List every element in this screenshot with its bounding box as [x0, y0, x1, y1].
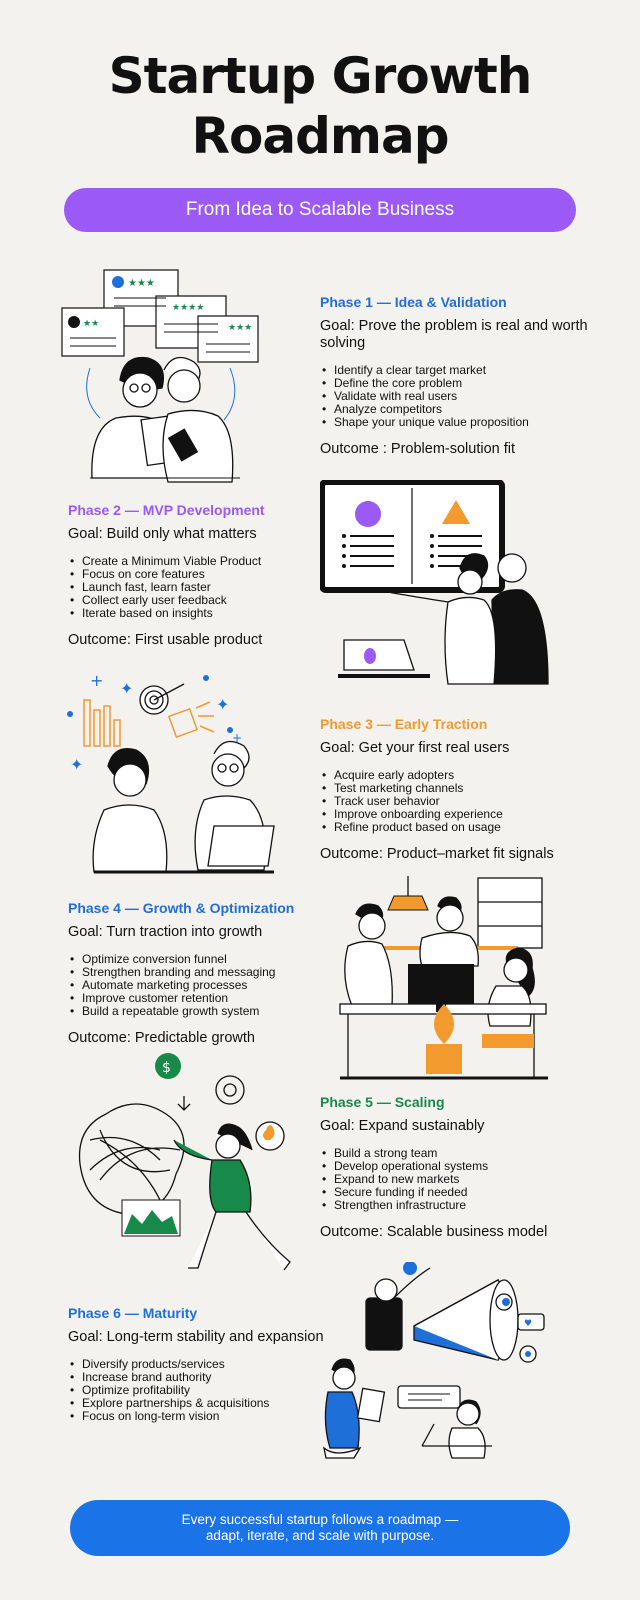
phase-task-list: Build a strong team Develop operational …	[320, 1147, 590, 1213]
phase-2: Phase 2 — MVP Development Goal: Build on…	[68, 502, 338, 649]
list-item: Strengthen infrastructure	[320, 1199, 590, 1213]
phase-title: Phase 1 — Idea & Validation	[320, 294, 507, 310]
people-brainstorming-with-target-icon: + ✦ ✦ ✦ +	[67, 671, 275, 874]
list-item: Develop operational systems	[320, 1160, 590, 1174]
phase-outcome: Outcome: Product–market fit signals	[320, 846, 554, 862]
phase-task-list: Create a Minimum Viable Product Focus on…	[68, 555, 338, 621]
svg-text:★★: ★★	[83, 319, 99, 329]
phase-goal: Goal: Get your first real users	[320, 740, 510, 756]
title-line-2: Roadmap	[191, 107, 449, 165]
phase-goal: Goal: Turn traction into growth	[68, 924, 263, 940]
list-item: Secure funding if needed	[320, 1186, 590, 1200]
list-item: Acquire early adopters	[320, 769, 590, 783]
phase-4: Phase 4 — Growth & Optimization Goal: Tu…	[68, 900, 338, 1047]
list-item: Validate with real users	[320, 390, 590, 404]
svg-text:✦: ✦	[216, 695, 229, 714]
svg-text:♥: ♥	[524, 1319, 532, 1329]
phase-goal: Goal: Build only what matters	[68, 526, 257, 542]
person-pushing-tangled-ball-icon: $	[78, 1053, 291, 1271]
svg-text:★★★: ★★★	[228, 323, 252, 333]
list-item: Shape your unique value proposition	[320, 416, 590, 430]
footer-banner: Every successful startup follows a roadm…	[70, 1500, 570, 1556]
list-item: Refine product based on usage	[320, 821, 590, 835]
svg-text:✦: ✦	[120, 679, 133, 698]
phase-title: Phase 5 — Scaling	[320, 1094, 445, 1110]
list-item: Collect early user feedback	[68, 594, 338, 608]
phase-5: Phase 5 — Scaling Goal: Expand sustainab…	[320, 1094, 590, 1241]
list-item: Focus on long-term vision	[68, 1410, 338, 1424]
phase-title: Phase 2 — MVP Development	[68, 502, 265, 518]
list-item: Analyze competitors	[320, 403, 590, 417]
list-item: Diversify products/services	[68, 1358, 338, 1372]
footer-line-1: Every successful startup follows a roadm…	[181, 1512, 459, 1527]
phase-goal: Goal: Long-term stability and expansion	[68, 1329, 324, 1345]
phase-outcome: Outcome: Predictable growth	[68, 1030, 255, 1046]
phase-6: Phase 6 — Maturity Goal: Long-term stabi…	[68, 1305, 338, 1435]
list-item: Focus on core features	[68, 568, 338, 582]
list-item: Launch fast, learn faster	[68, 581, 338, 595]
svg-text:+: +	[232, 731, 242, 745]
list-item: Improve customer retention	[68, 992, 338, 1006]
list-item: Create a Minimum Viable Product	[68, 555, 338, 569]
list-item: Explore partnerships & acquisitions	[68, 1397, 338, 1411]
phase-3: Phase 3 — Early Traction Goal: Get your …	[320, 716, 590, 863]
phase-title: Phase 4 — Growth & Optimization	[68, 900, 295, 916]
subtitle-banner: From Idea to Scalable Business	[64, 188, 576, 232]
list-item: Expand to new markets	[320, 1173, 590, 1187]
list-item: Define the core problem	[320, 377, 590, 391]
list-item: Iterate based on insights	[68, 607, 338, 621]
list-item: Optimize conversion funnel	[68, 953, 338, 967]
list-item: Improve onboarding experience	[320, 808, 590, 822]
list-item: Automate marketing processes	[68, 979, 338, 993]
phase-task-list: Identify a clear target market Define th…	[320, 364, 590, 430]
list-item: Test marketing channels	[320, 782, 590, 796]
phase-goal: Goal: Prove the problem is real and wort…	[320, 318, 588, 351]
phase-outcome: Outcome: First usable product	[68, 632, 263, 648]
team-working-at-office-desk-icon	[339, 876, 548, 1080]
phase-title: Phase 3 — Early Traction	[320, 716, 488, 732]
svg-text:$: $	[162, 1060, 171, 1076]
list-item: Increase brand authority	[68, 1371, 338, 1385]
list-item: Strengthen branding and messaging	[68, 966, 338, 980]
list-item: Identify a clear target market	[320, 364, 590, 378]
phase-title: Phase 6 — Maturity	[68, 1305, 198, 1321]
phase-outcome: Outcome : Problem-solution fit	[320, 441, 516, 457]
phase-task-list: Optimize conversion funnel Strengthen br…	[68, 953, 338, 1019]
phase-task-list: Acquire early adopters Test marketing ch…	[320, 769, 590, 835]
list-item: Build a strong team	[320, 1147, 590, 1161]
team-presenting-at-screen-icon	[320, 480, 549, 685]
list-item: Track user behavior	[320, 795, 590, 809]
phase-1: Phase 1 — Idea & Validation Goal: Prove …	[320, 294, 590, 458]
phase-task-list: Diversify products/services Increase bra…	[68, 1358, 338, 1424]
svg-text:★★★: ★★★	[128, 278, 155, 289]
two-people-reviewing-feedback-cards-icon: ★★★ ★★ ★★★★ ★★★	[61, 269, 259, 483]
page-title: Startup Growth Roadmap	[0, 46, 640, 166]
megaphone-with-people-icon: ♥	[323, 1262, 545, 1459]
svg-text:★★★★: ★★★★	[172, 303, 204, 313]
list-item: Build a repeatable growth system	[68, 1005, 338, 1019]
title-line-1: Startup Growth	[108, 47, 533, 105]
list-item: Optimize profitability	[68, 1384, 338, 1398]
footer-line-2: adapt, iterate, and scale with purpose.	[205, 1528, 435, 1543]
svg-text:✦: ✦	[70, 755, 83, 774]
phase-outcome: Outcome: Scalable business model	[320, 1224, 548, 1240]
svg-text:+: +	[90, 671, 103, 690]
phase-goal: Goal: Expand sustainably	[320, 1118, 485, 1134]
